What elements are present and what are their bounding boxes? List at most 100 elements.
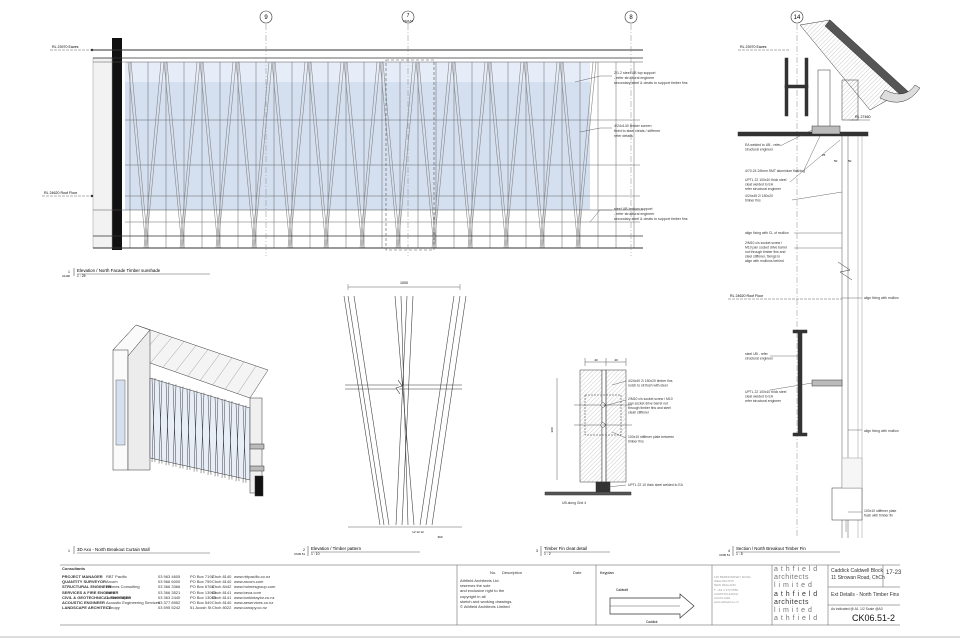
- project-address: 11 Strowan Road, ChCh: [831, 574, 885, 581]
- timber-fin-line: [359, 61, 378, 249]
- title-block-frame: [0, 564, 960, 638]
- timber-fin-line: [562, 61, 581, 249]
- level-marker-section-eaves: RL 23970 Eaves: [738, 45, 790, 51]
- consultant-city: Chch 8140: [212, 579, 232, 585]
- pattern-fin: [401, 295, 414, 526]
- consultants-heading: Consultants: [62, 566, 86, 571]
- revision-no-header: No.: [490, 570, 497, 575]
- pattern-fin: [425, 295, 461, 526]
- timber-fin-line: [361, 61, 381, 249]
- svg-text:8: 8: [629, 15, 633, 21]
- svg-text:A1100: A1100: [62, 274, 70, 278]
- note-cleat-fins: 4/24x40 2/ 150x20 timber fins notch to s…: [628, 379, 673, 388]
- consultant-role: STRUCTURAL ENGINEER: [62, 584, 112, 590]
- consultant-web: www.rbtpacific.co.nz: [234, 574, 271, 579]
- consultant-phone: 03 366 3366: [158, 584, 181, 590]
- note-sec-align-1: align fixing with CL of mullion: [745, 231, 789, 235]
- roof-rib: [175, 345, 197, 372]
- roof-rib: [224, 361, 245, 390]
- title-section: 4 CK06.51 Section / North Breakout Timbe…: [719, 546, 840, 557]
- timber-fin-line: [451, 61, 471, 249]
- title-elevation-north: 1 A1100 Elevation / North Facade Timber …: [62, 268, 210, 278]
- note-timber-screen: 4/24x140 timber screen fixed to steel cl…: [614, 124, 661, 138]
- sheet-title: Ext Details - North Timber Fins: [831, 592, 900, 598]
- timber-fin-line: [541, 61, 561, 249]
- svg-text:RL 24620 Roof Floor: RL 24620 Roof Floor: [730, 294, 764, 298]
- timber-fin-line: [379, 61, 399, 249]
- svg-text:RL 27460: RL 27460: [855, 115, 870, 119]
- svg-text:CK06.51: CK06.51: [294, 552, 305, 556]
- svg-text:Elevation / Timber pattern: Elevation / Timber pattern: [311, 546, 362, 551]
- roof-rib: [237, 365, 257, 394]
- consultant-role: LANDSCAPE ARCHITECT: [62, 605, 111, 611]
- timber-fin-line: [467, 61, 486, 249]
- detail-timber-fin-cleat: [544, 358, 632, 496]
- timber-fin-line: [253, 61, 273, 249]
- timber-fin-line: [143, 61, 162, 249]
- consultant-firm: Beca: [106, 589, 116, 595]
- consultant-po: 51 Acosh St: [190, 605, 212, 611]
- dim-pattern-b: 360: [437, 535, 442, 539]
- timber-fin-line: [397, 61, 417, 249]
- note-sec-flashing: 4/70-24 2/6mm SMT aluminium flashing: [745, 169, 805, 173]
- timber-fin-line: [217, 61, 237, 249]
- consultant-phone: 03 966 6000: [158, 579, 181, 585]
- timber-fin-line: [395, 61, 414, 249]
- roof-rib: [249, 369, 269, 399]
- svg-text:2: 2: [303, 548, 305, 552]
- timber-fin-line: [418, 61, 437, 249]
- leader-lines-cleat: [603, 380, 627, 488]
- svg-text:7: 7: [407, 13, 410, 19]
- axo-fin: [235, 403, 240, 482]
- timber-fin-line: [505, 61, 525, 249]
- consultant-po: PO Box 549: [190, 600, 212, 605]
- note-sec-stiffener: 100x10 stiffener plate flush with timber…: [864, 509, 897, 518]
- note-cleat-ub: UB along Grid 4: [562, 501, 586, 505]
- timber-fin-line: [469, 61, 489, 249]
- timber-fin-line: [215, 61, 234, 249]
- note-sec-screw: 2/M10 c/s socket screw / M10 pan socket …: [745, 241, 788, 263]
- roof-rib: [200, 353, 221, 381]
- elevation-north-facade: [92, 24, 798, 538]
- note-cleat-screw: 2/M10 c/s socket screw / M10 pan socket …: [628, 397, 674, 415]
- consultant-po: PO Box 759: [190, 579, 212, 585]
- project-name: Caddick Caldwell Block: [831, 568, 883, 574]
- timber-fin-line: [274, 61, 293, 249]
- axo-fin: [158, 380, 163, 464]
- svg-text:Timber Fin cleat detail: Timber Fin cleat detail: [544, 546, 587, 551]
- timber-fin-line: [199, 61, 219, 249]
- axo-fin: [165, 382, 170, 466]
- consultant-role: SERVICES & FIRE ENGINEER: [62, 589, 119, 595]
- note-sec-cleat: UPTL 22 100x10 thick steel cleat welded …: [745, 178, 787, 191]
- sheet-number: CK06.51-2: [852, 613, 896, 623]
- timber-fin-line: [235, 61, 255, 249]
- consultant-firm: Holmes Consulting: [106, 584, 140, 590]
- timber-fin-line: [526, 61, 545, 249]
- consultant-web: www.beca.com: [234, 589, 261, 595]
- axo-fin: [172, 384, 177, 467]
- consultant-web: www.canopy.co.nz: [234, 605, 267, 611]
- dim-cleat-h: 300: [550, 427, 554, 432]
- svg-text:14: 14: [794, 15, 801, 21]
- svg-text:RL 24620 Roof Floor: RL 24620 Roof Floor: [44, 191, 78, 195]
- timber-fin-line: [163, 61, 183, 249]
- timber-fin-line: [179, 61, 198, 249]
- project-number: 17-23: [886, 570, 902, 576]
- keyplan: Keyplan Caldwell Caddick: [600, 571, 695, 624]
- consultant-firm: RBT Pacific: [106, 574, 127, 579]
- svg-text:Keyplan: Keyplan: [600, 571, 614, 575]
- consultant-city: Chch 8442: [212, 584, 232, 590]
- consultant-firm: Tonkin+Taylor: [106, 594, 131, 600]
- axo-fin: [214, 396, 219, 477]
- dim-pattern-width: 1000: [400, 281, 408, 285]
- timber-fin-line: [310, 61, 329, 249]
- section-north-breakout: [737, 19, 921, 538]
- consultant-city: Chch 8022: [212, 605, 232, 611]
- note-bottom-support: steel UB bottom support - refer structur…: [614, 207, 688, 221]
- timber-fin-line: [287, 61, 306, 249]
- note-cleat-stiffener: 100x10 stiffener plate between timber fi…: [628, 435, 675, 444]
- roof-rib: [187, 349, 209, 377]
- roof-rib: [162, 341, 185, 368]
- svg-text:Caldwell: Caldwell: [616, 588, 628, 592]
